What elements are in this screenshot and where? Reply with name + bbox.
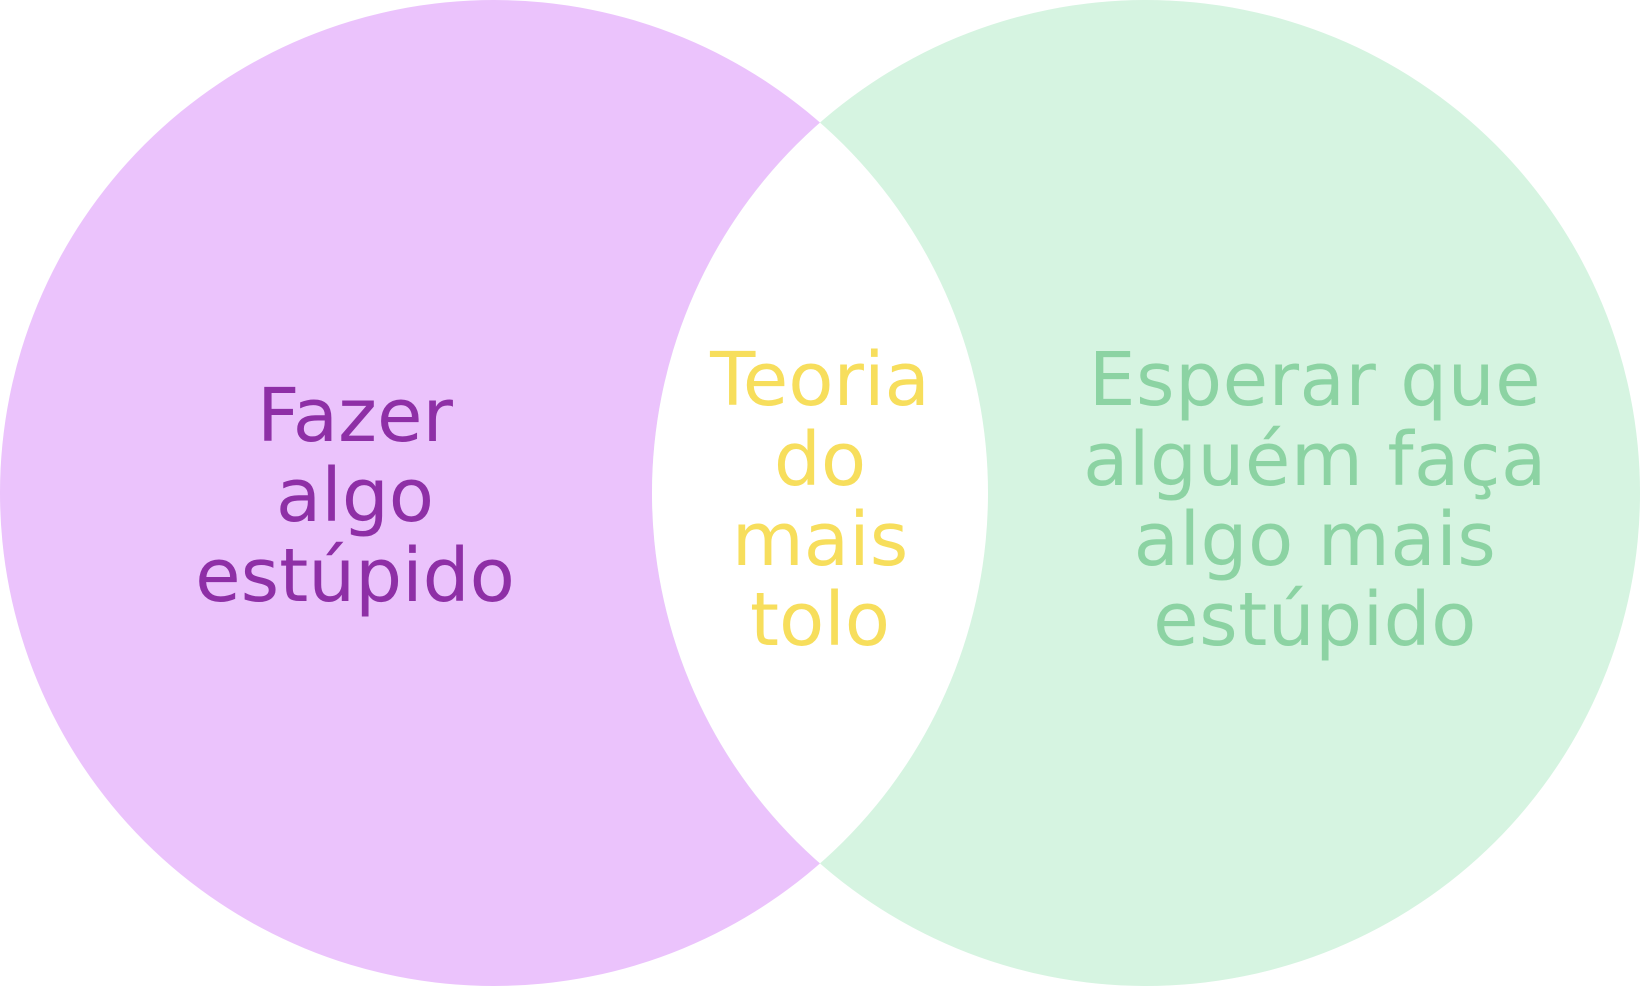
intersection-label-line: tolo — [749, 577, 891, 663]
left-set-label-line: estúpido — [195, 533, 515, 619]
left-set-label-line: Fazer — [257, 373, 453, 459]
intersection-label-line: do — [773, 417, 867, 503]
left-set-label-line: algo — [275, 453, 435, 539]
intersection-region — [652, 0, 988, 986]
intersection-label-line: mais — [731, 497, 909, 583]
right-set-label-line: algo mais — [1133, 497, 1497, 583]
intersection-label-line: Teoria — [710, 337, 930, 423]
right-set-label-line: alguém faça — [1083, 417, 1547, 503]
right-set-label-line: estúpido — [1153, 577, 1477, 663]
right-set-label-line: Esperar que — [1088, 337, 1542, 423]
intersection-label: Teoria do mais tolo — [655, 340, 985, 660]
left-set-label: Fazer algo estúpido — [130, 376, 580, 616]
right-set-label: Esperar que alguém faça algo mais estúpi… — [1005, 340, 1625, 660]
